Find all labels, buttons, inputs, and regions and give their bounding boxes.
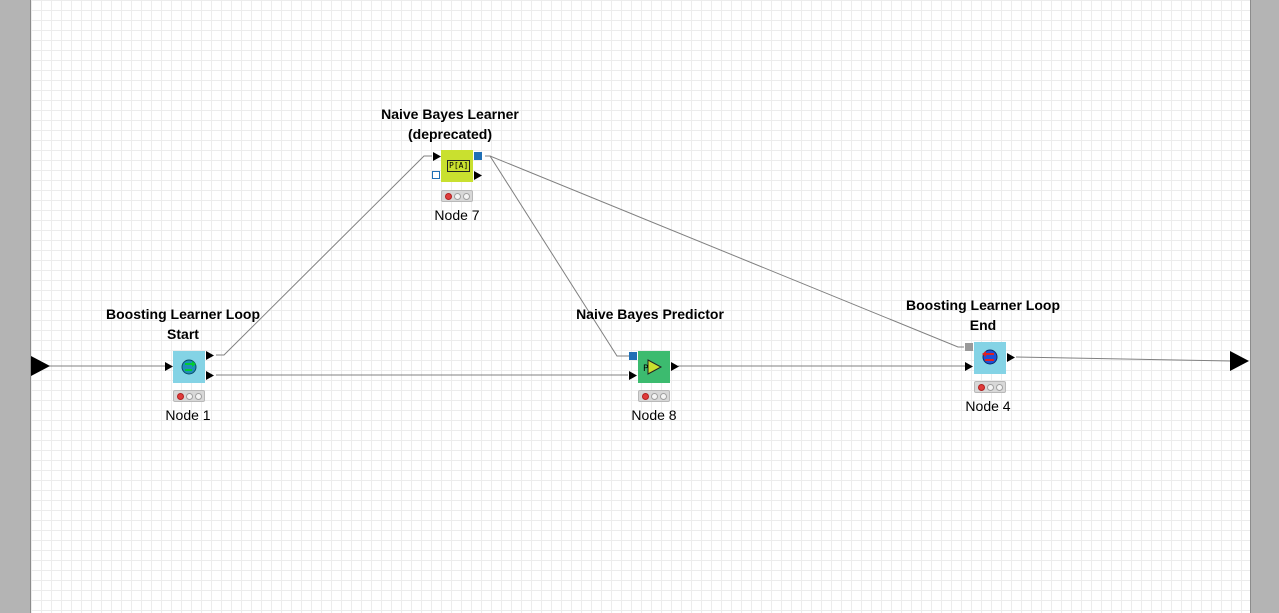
loop-start-icon[interactable] xyxy=(173,351,205,383)
node-label[interactable]: Node 1 xyxy=(165,407,211,423)
node-title: Boosting Learner Loop End xyxy=(906,297,1060,333)
input-port-icon[interactable] xyxy=(965,362,973,371)
node-icon-text: P[A] xyxy=(447,160,471,172)
node-label[interactable]: Node 8 xyxy=(631,407,677,423)
model-input-port-icon[interactable] xyxy=(629,352,637,360)
naive-bayes-learner-icon[interactable]: P[A] xyxy=(441,150,473,182)
node-title: Naive Bayes Predictor xyxy=(576,306,724,322)
model-input-port-icon[interactable] xyxy=(432,171,440,179)
input-port-icon[interactable] xyxy=(165,362,173,371)
status-traffic-light xyxy=(638,390,670,402)
output-port-icon[interactable] xyxy=(206,371,214,380)
input-port-icon[interactable] xyxy=(629,371,637,380)
node-label[interactable]: Node 4 xyxy=(965,398,1011,414)
output-port-icon[interactable] xyxy=(206,351,214,360)
status-traffic-light xyxy=(974,381,1006,393)
model-output-port-icon[interactable] xyxy=(474,152,482,160)
model-input-port-icon[interactable] xyxy=(965,343,973,351)
status-traffic-light xyxy=(441,190,473,202)
output-port-icon[interactable] xyxy=(671,362,679,371)
node-label[interactable]: Node 7 xyxy=(434,207,480,223)
naive-bayes-predictor-icon[interactable]: P xyxy=(638,351,670,383)
loop-end-icon[interactable] xyxy=(974,342,1006,374)
svg-text:P: P xyxy=(643,364,649,374)
output-port-icon[interactable] xyxy=(1007,353,1015,362)
input-port-icon[interactable] xyxy=(433,152,441,161)
status-traffic-light xyxy=(173,390,205,402)
node-title: Boosting Learner Loop Start xyxy=(106,306,260,342)
node-title: Naive Bayes Learner (deprecated) xyxy=(381,106,519,142)
output-port-icon[interactable] xyxy=(474,171,482,180)
